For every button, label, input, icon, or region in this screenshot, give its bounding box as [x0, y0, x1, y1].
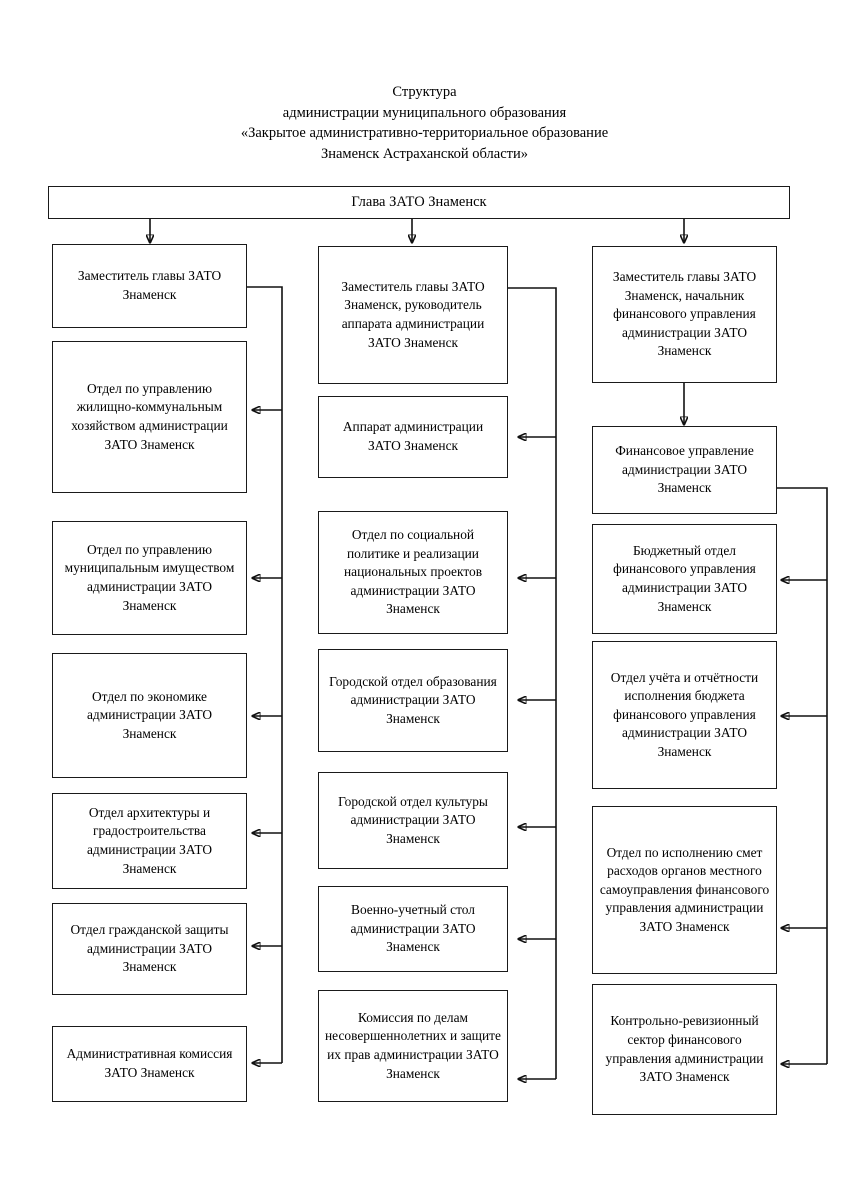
title-line-3: «Закрытое административно-территориально…	[240, 125, 609, 141]
title-line-4: Знаменск Астраханской области»	[320, 145, 529, 162]
node-left-4-label: Отдел архитектуры и градостроительства а…	[86, 804, 213, 876]
node-right-4-label: Отдел по исполнению смет расходов органо…	[599, 844, 770, 934]
node-head[interactable]: Глава ЗАТО Знаменск	[48, 186, 790, 219]
node-mid-2[interactable]: Отдел по социальной политике и реализаци…	[318, 511, 508, 634]
node-deputy-middle[interactable]: Заместитель главы ЗАТО Знаменск, руковод…	[318, 246, 508, 384]
node-deputy-left[interactable]: Заместитель главы ЗАТО Знаменск	[52, 244, 247, 328]
title-line-2: администрации муниципального образования	[282, 104, 567, 121]
node-right-1[interactable]: Финансовое управление администрации ЗАТО…	[592, 426, 777, 514]
node-right-2[interactable]: Бюджетный отдел финансового управления а…	[592, 524, 777, 634]
node-mid-4-label: Городской отдел культуры администрации З…	[338, 793, 488, 846]
node-mid-1[interactable]: Аппарат администрации ЗАТО Знаменск	[318, 396, 508, 478]
node-right-3-label: Отдел учёта и отчётности исполнения бюдж…	[610, 669, 759, 759]
node-right-2-label: Бюджетный отдел финансового управления а…	[613, 542, 756, 614]
node-right-4[interactable]: Отдел по исполнению смет расходов органо…	[592, 806, 777, 974]
node-head-label: Глава ЗАТО Знаменск	[351, 194, 487, 210]
node-right-5[interactable]: Контрольно-ревизионный сектор финансовог…	[592, 984, 777, 1115]
node-deputy-right[interactable]: Заместитель главы ЗАТО Знаменск, начальн…	[592, 246, 777, 383]
node-left-1[interactable]: Отдел по управлению жилищно-коммунальным…	[52, 341, 247, 493]
node-left-4[interactable]: Отдел архитектуры и градостроительства а…	[52, 793, 247, 889]
node-mid-6-label: Комиссия по делам несовершеннолетних и з…	[325, 1009, 501, 1081]
node-left-2[interactable]: Отдел по управлению муниципальным имущес…	[52, 521, 247, 635]
node-mid-1-label: Аппарат администрации ЗАТО Знаменск	[342, 419, 484, 453]
node-left-5[interactable]: Отдел гражданской защиты администрации З…	[52, 903, 247, 995]
node-right-1-label: Финансовое управление администрации ЗАТО…	[615, 443, 754, 496]
node-left-3-label: Отдел по экономике администрации ЗАТО Зн…	[86, 688, 213, 741]
node-mid-4[interactable]: Городской отдел культуры администрации З…	[318, 772, 508, 869]
node-deputy-right-label: Заместитель главы ЗАТО Знаменск, начальн…	[612, 269, 757, 359]
node-mid-2-label: Отдел по социальной политике и реализаци…	[343, 527, 483, 617]
chart-title: Структура администрации муниципального о…	[0, 82, 849, 164]
node-right-5-label: Контрольно-ревизионный сектор финансовог…	[605, 1013, 764, 1085]
node-mid-6[interactable]: Комиссия по делам несовершеннолетних и з…	[318, 990, 508, 1102]
node-left-6[interactable]: Административная комиссия ЗАТО Знаменск	[52, 1026, 247, 1102]
node-left-2-label: Отдел по управлению муниципальным имущес…	[64, 541, 235, 613]
node-mid-3-label: Городской отдел образования администраци…	[329, 673, 497, 726]
node-left-6-label: Административная комиссия ЗАТО Знаменск	[66, 1046, 233, 1080]
node-left-3[interactable]: Отдел по экономике администрации ЗАТО Зн…	[52, 653, 247, 778]
node-mid-5[interactable]: Военно-учетный стол администрации ЗАТО З…	[318, 886, 508, 972]
node-deputy-middle-label: Заместитель главы ЗАТО Знаменск, руковод…	[341, 278, 485, 350]
node-deputy-left-label: Заместитель главы ЗАТО Знаменск	[77, 268, 222, 302]
node-mid-5-label: Военно-учетный стол администрации ЗАТО З…	[350, 902, 476, 955]
node-left-1-label: Отдел по управлению жилищно-коммунальным…	[71, 380, 228, 452]
node-left-5-label: Отдел гражданской защиты администрации З…	[70, 922, 229, 975]
title-line-1: Структура	[392, 84, 457, 100]
node-mid-3[interactable]: Городской отдел образования администраци…	[318, 649, 508, 752]
node-right-3[interactable]: Отдел учёта и отчётности исполнения бюдж…	[592, 641, 777, 789]
